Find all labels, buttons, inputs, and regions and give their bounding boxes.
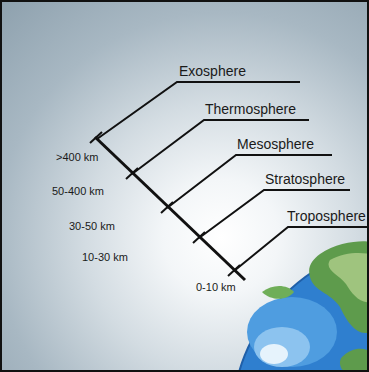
altitude-label: 50-400 km <box>52 186 104 197</box>
layer-name: Thermosphere <box>205 102 296 116</box>
altitude-label: 10-30 km <box>82 252 128 263</box>
altitude-label: 0-10 km <box>196 282 236 293</box>
layer-name: Troposphere <box>287 209 366 223</box>
earth <box>232 241 369 372</box>
layer-name: Mesosphere <box>237 137 314 151</box>
layer-name: Exosphere <box>179 64 246 78</box>
altitude-label: >400 km <box>56 152 99 163</box>
altitude-label: 30-50 km <box>69 221 115 232</box>
layer-name: Stratosphere <box>265 172 345 186</box>
leader-lines <box>97 82 369 271</box>
